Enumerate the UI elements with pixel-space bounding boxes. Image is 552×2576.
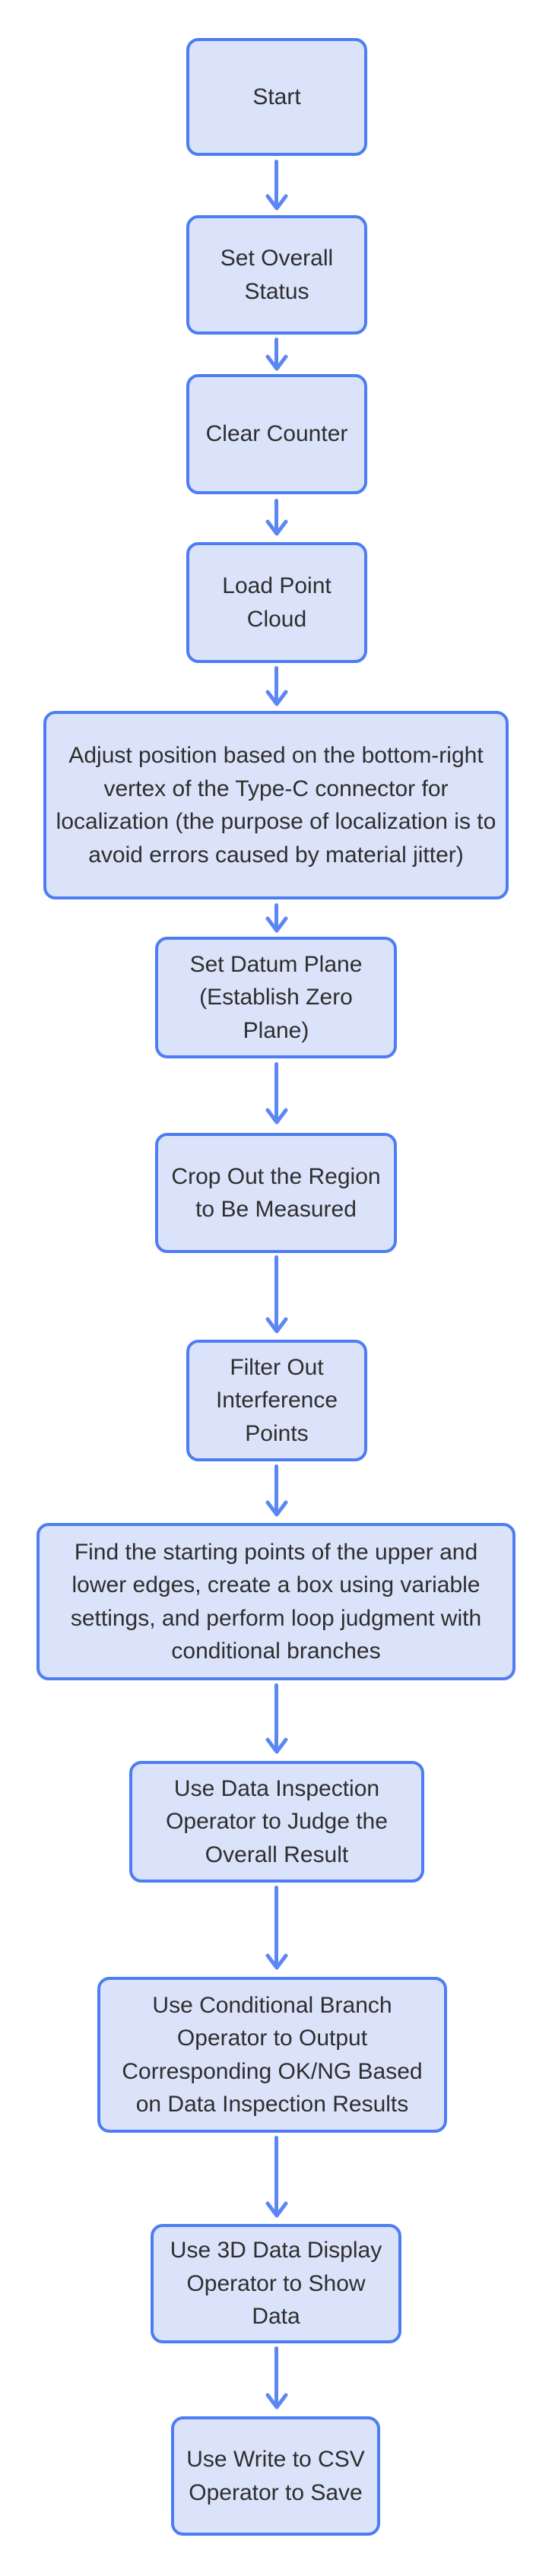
- arrowhead-icon: [265, 2393, 288, 2409]
- arrowhead-icon: [265, 354, 288, 371]
- flow-arrow: [262, 338, 292, 372]
- flow-node-label: Clear Counter: [205, 421, 348, 447]
- flow-node-label: Start: [252, 84, 301, 109]
- flow-arrow: [262, 1062, 292, 1125]
- flow-node-label: Set Datum Plane (Establish Zero Plane): [189, 951, 363, 1043]
- arrow-shaft: [274, 160, 278, 207]
- flow-node-label: Load Point Cloud: [222, 573, 332, 632]
- flow-node-data-inspection-judge: Use Data Inspection Operator to Judge th…: [129, 1761, 424, 1883]
- arrowhead-icon: [265, 1317, 288, 1334]
- arrow-shaft: [274, 1683, 278, 1750]
- arrowhead-icon: [265, 690, 288, 706]
- arrow-shaft: [274, 1886, 278, 1966]
- flow-node-label: Filter Out Interference Points: [215, 1354, 338, 1446]
- arrowhead-icon: [265, 1108, 288, 1125]
- arrow-shaft: [274, 666, 278, 703]
- arrow-shaft: [274, 2136, 278, 2214]
- flow-arrow: [262, 499, 292, 537]
- flow-node-label: Use Data Inspection Operator to Judge th…: [166, 1775, 388, 1867]
- flow-arrow: [262, 666, 292, 707]
- flow-node-find-edges-loop-judgment: Find the starting points of the upper an…: [36, 1523, 516, 1680]
- flow-node-set-datum-plane: Set Datum Plane (Establish Zero Plane): [155, 937, 397, 1058]
- flow-node-filter-interference-points: Filter Out Interference Points: [186, 1340, 367, 1461]
- flow-node-3d-data-display: Use 3D Data Display Operator to Show Dat…: [151, 2224, 401, 2343]
- arrowhead-icon: [265, 1500, 288, 1517]
- arrowhead-icon: [265, 1953, 288, 1970]
- flow-arrow: [262, 1683, 292, 1755]
- arrowhead-icon: [265, 1737, 288, 1754]
- flow-node-label: Set Overall Status: [220, 246, 334, 304]
- arrowhead-icon: [265, 2201, 288, 2218]
- flow-arrow: [262, 160, 292, 211]
- flow-arrow: [262, 2136, 292, 2219]
- flow-node-start: Start: [186, 38, 367, 156]
- flow-node-label: Adjust position based on the bottom-righ…: [56, 743, 496, 868]
- flow-node-label: Use Conditional Branch Operator to Outpu…: [122, 1992, 423, 2118]
- arrow-shaft: [274, 1255, 278, 1330]
- flow-node-adjust-position-localization: Adjust position based on the bottom-righ…: [43, 711, 509, 899]
- flow-node-clear-counter: Clear Counter: [186, 374, 367, 494]
- arrowhead-icon: [265, 519, 288, 536]
- flow-node-label: Crop Out the Region to Be Measured: [171, 1163, 381, 1223]
- arrow-shaft: [274, 1062, 278, 1121]
- flow-node-set-overall-status: Set Overall Status: [186, 215, 367, 335]
- flow-arrow: [262, 2346, 292, 2410]
- flow-arrow: [262, 1255, 292, 1334]
- arrowhead-icon: [265, 194, 288, 211]
- arrow-shaft: [274, 1464, 278, 1513]
- arrow-shaft: [274, 338, 278, 367]
- flow-node-label: Use 3D Data Display Operator to Show Dat…: [170, 2238, 382, 2330]
- flow-node-conditional-branch-output: Use Conditional Branch Operator to Outpu…: [97, 1977, 447, 2133]
- flow-node-load-point-cloud: Load Point Cloud: [186, 542, 367, 663]
- flow-arrow: [262, 1886, 292, 1971]
- arrow-shaft: [274, 903, 278, 929]
- arrow-shaft: [274, 499, 278, 532]
- flow-arrow: [262, 903, 292, 934]
- flow-node-label: Find the starting points of the upper an…: [70, 1539, 482, 1664]
- flow-arrow: [262, 1464, 292, 1518]
- flow-node-crop-region: Crop Out the Region to Be Measured: [155, 1133, 397, 1253]
- flow-node-write-to-csv: Use Write to CSV Operator to Save: [171, 2416, 380, 2536]
- arrowhead-icon: [265, 916, 288, 933]
- flow-node-label: Use Write to CSV Operator to Save: [186, 2447, 365, 2505]
- arrow-shaft: [274, 2346, 278, 2406]
